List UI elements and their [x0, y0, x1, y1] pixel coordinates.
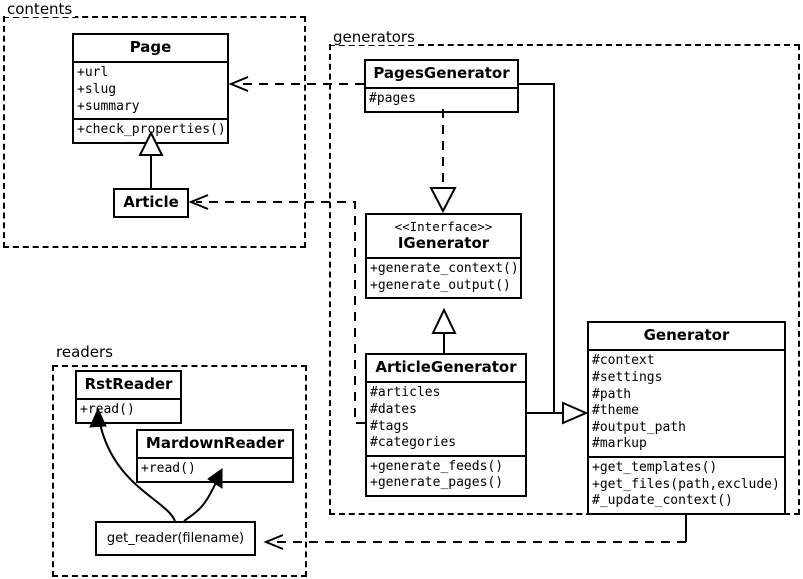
function-get-reader-name: get_reader(filename) [106, 531, 245, 546]
function-get-reader[interactable]: get_reader(filename) [95, 521, 256, 556]
class-page[interactable]: Page +url +slug +summary +check_properti… [72, 33, 229, 144]
class-article-generator[interactable]: ArticleGenerator #articles #dates #tags … [365, 353, 527, 497]
class-generator-methods: +get_templates() +get_files(path,exclude… [589, 456, 784, 513]
package-readers-label: readers [54, 345, 116, 360]
class-page-attributes: +url +slug +summary [74, 61, 227, 118]
class-rst-reader-name: RstReader [84, 375, 173, 393]
method: +generate_feeds() [370, 458, 504, 474]
class-pages-generator-attributes: #pages [366, 87, 517, 111]
attribute: #articles [370, 385, 441, 401]
package-contents-label: contents [5, 2, 76, 17]
attribute: #output_path [592, 419, 686, 435]
class-generator-name: Generator [643, 326, 730, 344]
method: +read() [141, 461, 196, 477]
package-readers [52, 365, 307, 577]
method: +check_properties() [77, 122, 226, 138]
attribute: #dates [370, 401, 417, 417]
class-mardown-reader-name: MardownReader [145, 434, 285, 452]
class-igenerator[interactable]: <<Interface>> IGenerator +generate_conte… [365, 213, 522, 300]
class-igenerator-stereotype: <<Interface>> [394, 219, 493, 234]
method: +read() [80, 402, 135, 418]
class-generator[interactable]: Generator #context #settings #path #them… [587, 321, 786, 515]
method: +generate_output() [370, 277, 511, 293]
class-article-generator-name: ArticleGenerator [375, 358, 517, 376]
attribute: #markup [592, 436, 647, 452]
method: +get_files(path,exclude) [592, 476, 780, 492]
class-pages-generator-name: PagesGenerator [373, 64, 510, 82]
class-article[interactable]: Article [113, 188, 189, 219]
attribute: #categories [370, 435, 457, 451]
attribute: #tags [370, 418, 410, 434]
attribute: #settings [592, 369, 663, 385]
attribute: +summary [77, 98, 140, 114]
class-pages-generator[interactable]: PagesGenerator #pages [364, 59, 519, 113]
method: +get_templates() [592, 460, 718, 475]
class-mardown-reader-methods: +read() [138, 457, 292, 481]
class-mardown-reader[interactable]: MardownReader +read() [136, 429, 294, 483]
attribute: #context [592, 353, 655, 369]
attribute: +url [77, 65, 109, 81]
class-article-generator-methods: +generate_feeds() +generate_pages() [367, 454, 525, 495]
package-generators-label: generators [331, 30, 418, 45]
class-igenerator-methods: +generate_context() +generate_output() [367, 256, 520, 297]
package-contents [3, 16, 306, 248]
class-igenerator-name: <<Interface>> IGenerator [367, 215, 520, 257]
class-page-name: Page [129, 38, 172, 56]
attribute: +slug [77, 81, 117, 97]
class-rst-reader[interactable]: RstReader +read() [75, 370, 182, 424]
method: #_update_context() [592, 493, 733, 509]
class-generator-attributes: #context #settings #path #theme #output_… [589, 349, 784, 456]
class-rst-reader-methods: +read() [77, 398, 180, 422]
class-article-name: Article [123, 193, 179, 211]
class-article-generator-attributes: #articles #dates #tags #categories [367, 381, 525, 455]
class-igenerator-title: IGenerator [397, 233, 490, 252]
method: +generate_context() [370, 260, 519, 276]
class-page-methods: +check_properties() [74, 118, 227, 142]
attribute: #path [592, 386, 632, 402]
attribute: #pages [369, 91, 416, 107]
attribute: #theme [592, 403, 639, 419]
method: +generate_pages() [370, 475, 504, 491]
